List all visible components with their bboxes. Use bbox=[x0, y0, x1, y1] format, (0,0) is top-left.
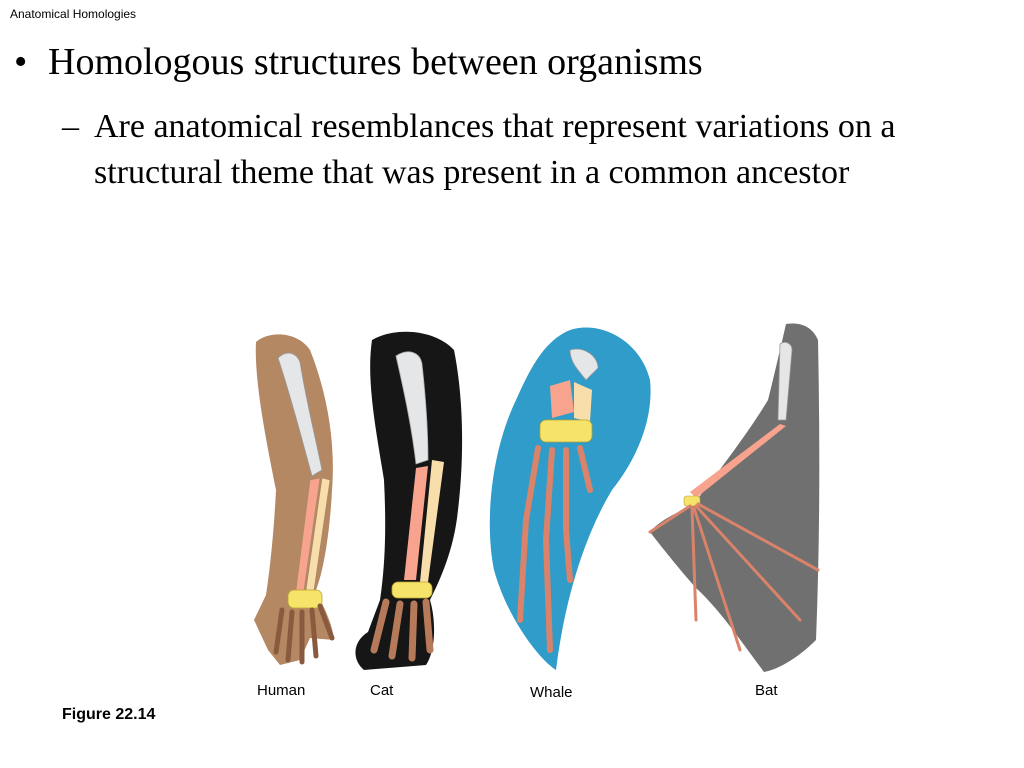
whale-flipper bbox=[489, 327, 651, 670]
sub-bullet: – Are anatomical resemblances that repre… bbox=[62, 104, 1022, 196]
label-bat: Bat bbox=[755, 682, 778, 699]
homologous-limbs-illustration bbox=[254, 323, 820, 672]
label-human: Human bbox=[257, 682, 306, 699]
main-bullet: • Homologous structures between organisms bbox=[14, 40, 703, 84]
label-whale: Whale bbox=[530, 684, 573, 701]
cat-leg bbox=[355, 331, 463, 670]
slide-header: Anatomical Homologies bbox=[10, 7, 137, 21]
label-cat: Cat bbox=[370, 682, 394, 699]
bat-wing bbox=[648, 323, 820, 672]
figure-caption: Figure 22.14 bbox=[62, 706, 156, 723]
bullet-glyph: • bbox=[14, 41, 28, 83]
dash-glyph: – bbox=[62, 108, 79, 145]
main-bullet-text: Homologous structures between organisms bbox=[48, 41, 703, 83]
human-arm bbox=[254, 334, 335, 665]
sub-bullet-text: Are anatomical resemblances that represe… bbox=[94, 108, 896, 191]
